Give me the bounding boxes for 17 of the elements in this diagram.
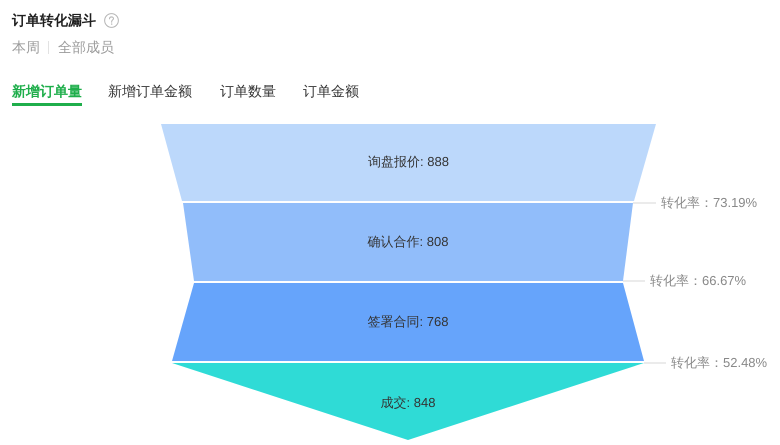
stage-label: 确认合作: 808	[368, 234, 448, 249]
conversion-rate: 转化率：73.19%	[661, 194, 758, 212]
tab-label: 订单金额	[303, 82, 359, 100]
stage-label: 成交: 848	[380, 395, 436, 410]
tab-label: 新增订单金额	[108, 82, 192, 100]
conversion-rate: 转化率：52.48%	[671, 354, 768, 372]
stage-label: 签署合同: 768	[368, 314, 448, 329]
leader-line	[632, 202, 656, 204]
active-tab: 新增订单量	[12, 82, 82, 106]
leader-line	[644, 362, 666, 364]
card-title: 订单转化漏斗	[12, 11, 96, 30]
tab-label: 订单数量	[220, 82, 276, 100]
stage-label: 询盘报价: 888	[368, 154, 449, 169]
member-filter: 全部成员	[58, 38, 114, 56]
leader-line	[622, 280, 646, 282]
period-filter: 本周	[12, 38, 40, 56]
conversion-rate: 转化率：66.67%	[650, 272, 746, 290]
